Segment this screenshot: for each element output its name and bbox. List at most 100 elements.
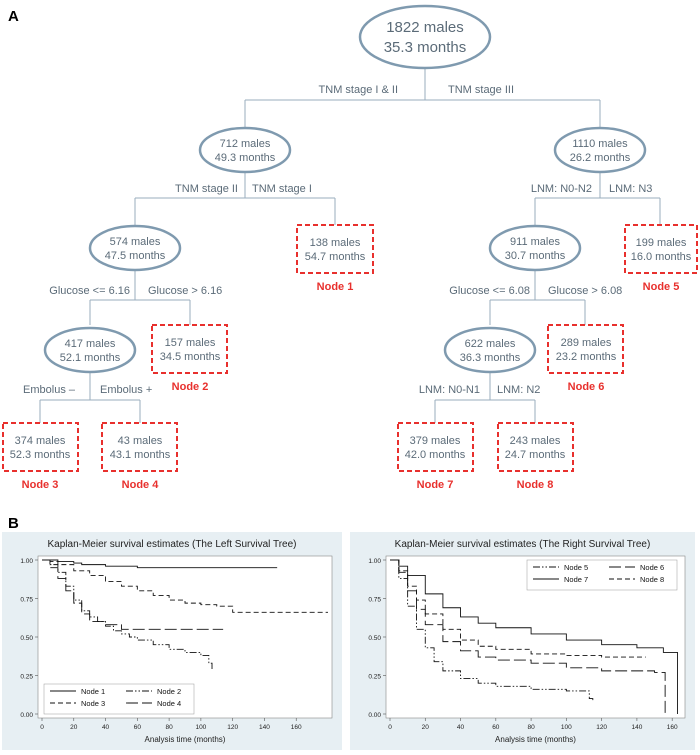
node-8-median: 24.7 months [505, 449, 566, 461]
km-curve-node-5 [390, 559, 594, 702]
node-5-box [624, 224, 698, 274]
x-tick-label: 120 [227, 724, 238, 731]
node-574-ellipse [88, 224, 182, 272]
node-574-median: 47.5 months [105, 250, 166, 262]
x-tick-label: 140 [631, 724, 642, 731]
split-label-lnm-n0-n1: LNM: N0-N1 [419, 384, 480, 396]
root-node-ellipse [358, 4, 492, 70]
split-label-lnm-n2: LNM: N2 [497, 384, 540, 396]
node-4-median: 43.1 months [110, 449, 171, 461]
root-count: 1822 males [386, 19, 464, 36]
x-tick-label: 160 [291, 724, 302, 731]
node-1-label: Node 1 [317, 281, 354, 293]
node-1-box [296, 224, 374, 274]
km-curve-node-1 [42, 559, 278, 569]
node-6-box [547, 324, 624, 374]
legend-label: Node 3 [81, 699, 105, 708]
node-622-count: 622 males [465, 338, 516, 350]
km-right-plot-container: Kaplan-Meier survival estimates (The Rig… [350, 532, 695, 755]
legend-label: Node 5 [564, 563, 588, 572]
km-curve-node-3 [42, 559, 328, 613]
node-1-median: 54.7 months [305, 251, 366, 263]
x-tick-label: 80 [527, 724, 535, 731]
node-3-count: 374 males [15, 435, 66, 447]
km-left-plot-container: Kaplan-Meier survival estimates (The Lef… [2, 532, 342, 755]
node-622-ellipse [443, 326, 537, 374]
node-7-count: 379 males [410, 435, 461, 447]
x-axis-label: Analysis time (months) [495, 735, 576, 744]
km-right-chart: Kaplan-Meier survival estimates (The Rig… [350, 532, 695, 750]
legend-label: Node 7 [564, 575, 588, 584]
node-4-label: Node 4 [122, 479, 160, 491]
split-label-lnm-n0-n2: LNM: N0-N2 [531, 183, 592, 195]
node-622-median: 36.3 months [460, 352, 521, 364]
y-tick-label: 0.50 [20, 635, 33, 642]
split-label-tnm-i: TNM stage I [252, 183, 312, 195]
node-7-box [397, 422, 474, 472]
node-574-count: 574 males [110, 236, 161, 248]
km-curve-node-6 [390, 559, 666, 714]
node-8-box [497, 422, 574, 472]
node-2-count: 157 males [165, 337, 216, 349]
node-1110-count: 1110 males [572, 138, 628, 150]
panel-a-label: A [8, 8, 19, 25]
node-2-label: Node 2 [172, 381, 209, 393]
legend-label: Node 6 [640, 563, 664, 572]
node-911-count: 911 males [510, 236, 560, 248]
x-tick-label: 120 [596, 724, 607, 731]
node-417-count: 417 males [65, 338, 116, 350]
x-tick-label: 160 [667, 724, 678, 731]
split-label-tnm-i-ii: TNM stage I & II [319, 84, 398, 96]
node-417-median: 52.1 months [60, 352, 121, 364]
legend-box [526, 559, 678, 591]
x-tick-label: 20 [70, 724, 78, 731]
y-tick-label: 1.00 [20, 558, 33, 565]
node-5-median: 16.0 months [631, 251, 692, 263]
km-curve-node-8 [390, 559, 646, 658]
node-712-count: 712 males [220, 138, 271, 150]
x-tick-label: 140 [259, 724, 270, 731]
node-3-median: 52.3 months [10, 449, 71, 461]
x-tick-label: 20 [422, 724, 430, 731]
y-tick-label: 0.25 [20, 674, 33, 681]
split-label-lnm-n3: LNM: N3 [609, 183, 652, 195]
x-tick-label: 80 [165, 724, 173, 731]
split-label-embolus-pos: Embolus + [100, 384, 152, 396]
x-tick-label: 100 [195, 724, 206, 731]
node-1110-median: 26.2 months [570, 152, 631, 164]
x-tick-label: 0 [40, 724, 44, 731]
km-left-chart: Kaplan-Meier survival estimates (The Lef… [2, 532, 342, 750]
node-6-label: Node 6 [568, 381, 605, 393]
node-417-ellipse [43, 326, 137, 374]
node-911-ellipse [488, 224, 582, 272]
y-tick-label: 0.75 [368, 597, 381, 604]
x-axis-label: Analysis time (months) [145, 735, 226, 744]
node-712-ellipse [198, 126, 292, 174]
x-tick-label: 60 [492, 724, 500, 731]
node-6-median: 23.2 months [556, 351, 617, 363]
legend-label: Node 1 [81, 687, 105, 696]
split-label-tnm-iii: TNM stage III [448, 84, 514, 96]
split-label-glucose-gt-616: Glucose > 6.16 [148, 285, 222, 297]
node-8-label: Node 8 [517, 479, 554, 491]
x-tick-label: 0 [388, 724, 392, 731]
y-tick-label: 0.00 [20, 712, 33, 719]
y-tick-label: 0.75 [20, 597, 33, 604]
node-3-box [2, 422, 79, 472]
x-tick-label: 100 [561, 724, 572, 731]
y-tick-label: 0.25 [368, 674, 381, 681]
chart-title: Kaplan-Meier survival estimates (The Rig… [395, 539, 651, 550]
node-1110-ellipse [553, 126, 647, 174]
legend-label: Node 8 [640, 575, 664, 584]
y-tick-label: 0.00 [368, 712, 381, 719]
node-1-count: 138 males [310, 237, 361, 249]
split-label-embolus-neg: Embolus – [23, 384, 76, 396]
node-8-count: 243 males [510, 435, 561, 447]
node-4-box [101, 422, 178, 472]
root-median: 35.3 months [384, 39, 467, 56]
node-712-median: 49.3 months [215, 152, 276, 164]
y-tick-label: 0.50 [368, 635, 381, 642]
node-4-count: 43 males [118, 435, 163, 447]
node-6-count: 289 males [561, 337, 612, 349]
node-3-label: Node 3 [22, 479, 59, 491]
